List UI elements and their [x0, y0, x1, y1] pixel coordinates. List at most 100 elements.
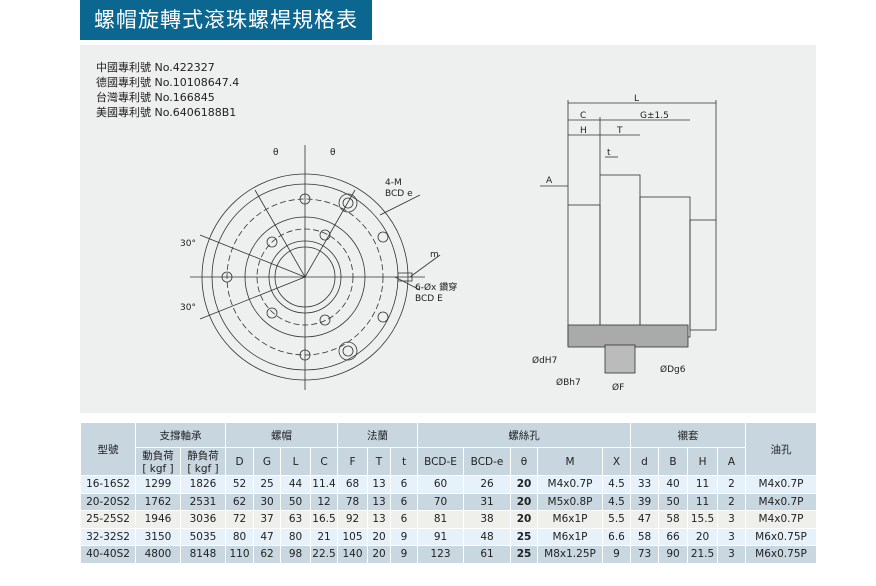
table-cell: 72	[225, 510, 254, 529]
table-cell: 60	[417, 475, 465, 494]
spec-table: 型號 支撐軸承 螺帽 法蘭 螺絲孔 襯套 油孔 動負荷[ kgf ] 静負荷[ …	[80, 422, 818, 564]
table-cell: 48	[463, 527, 512, 546]
label-t: t	[607, 148, 611, 158]
table-cell: 105	[337, 527, 368, 546]
table-cell: 2	[717, 475, 747, 494]
table-cell: 50	[658, 492, 689, 511]
header-bearing: 支撐軸承	[135, 422, 226, 448]
label-m: m	[430, 250, 439, 260]
table-cell: 52	[225, 475, 254, 494]
table-cell: 22.5	[310, 545, 338, 564]
table-cell: 140	[337, 545, 368, 564]
table-cell: 80	[280, 527, 311, 546]
table-cell: 66	[658, 527, 689, 546]
table-cell: 3	[717, 527, 747, 546]
patent-taiwan: 台灣專利號 No.166845	[96, 91, 215, 104]
table-cell: 3150	[135, 527, 181, 546]
table-cell: 3	[717, 545, 747, 564]
static-load-label: 静負荷	[187, 450, 219, 462]
table-cell: 3	[717, 510, 747, 529]
page-title: 螺帽旋轉式滾珠螺桿規格表	[80, 0, 372, 40]
table-cell: 11	[687, 475, 719, 494]
table-cell: 110	[225, 545, 254, 564]
table-cell: M6x0.75P	[745, 545, 818, 564]
table-cell: 39	[630, 492, 660, 511]
table-cell: 6	[389, 510, 419, 529]
table-cell: 13	[367, 492, 391, 511]
table-cell: 98	[280, 545, 311, 564]
label-angle-2: 30°	[180, 303, 196, 313]
table-cell: 70	[417, 492, 465, 511]
label-bcd-e-big: BCD E	[415, 294, 443, 304]
table-cell: 4.5	[602, 475, 632, 494]
table-cell: 4800	[135, 545, 181, 564]
label-C: C	[580, 111, 586, 121]
table-cell: 2	[717, 492, 747, 511]
column-header: H	[687, 447, 719, 476]
table-cell: 20	[510, 510, 539, 529]
table-cell: 9	[389, 545, 419, 564]
table-cell: 20	[687, 527, 719, 546]
table-cell: 2531	[180, 492, 226, 511]
table-cell: 47	[630, 510, 660, 529]
table-cell: 25	[253, 475, 281, 494]
column-header: X	[602, 447, 632, 476]
patent-china: 中國專利號 No.422327	[96, 61, 215, 74]
column-header: θ	[510, 447, 539, 476]
table-cell: 20	[510, 492, 539, 511]
table-cell: M4x0.7P	[537, 475, 604, 494]
table-cell: 3036	[180, 510, 226, 529]
label-bcd-e-small: BCD e	[385, 189, 413, 199]
patent-usa: 美國專利號 No.6406188B1	[96, 106, 237, 119]
table-cell: 68	[337, 475, 368, 494]
table-cell: 61	[463, 545, 512, 564]
table-cell: 9	[602, 545, 632, 564]
column-header: BCD-E	[417, 447, 465, 476]
table-cell: 9	[389, 527, 419, 546]
table-cell: 123	[417, 545, 465, 564]
table-cell: M4x0.7P	[745, 492, 818, 511]
label-4m: 4-M	[385, 178, 402, 188]
table-cell: 13	[367, 510, 391, 529]
table-cell: 58	[658, 510, 689, 529]
table-cell: 31	[463, 492, 512, 511]
label-Bh7: ØBh7	[556, 377, 581, 388]
header-model: 型號	[80, 422, 136, 476]
label-dH7: ØdH7	[532, 355, 557, 366]
table-cell: 21	[310, 527, 338, 546]
table-cell: 78	[337, 492, 368, 511]
table-cell: 81	[417, 510, 465, 529]
model-cell: 40-40S2	[80, 545, 136, 564]
label-F: ØF	[612, 382, 624, 393]
table-cell: 8148	[180, 545, 226, 564]
column-header: T	[367, 447, 391, 476]
header-oil-hole: 油孔	[745, 422, 818, 476]
column-header: B	[658, 447, 689, 476]
table-cell: 6	[389, 492, 419, 511]
model-cell: 20-20S2	[80, 492, 136, 511]
table-cell: M6x1P	[537, 527, 604, 546]
dynamic-load-unit: [ kgf ]	[142, 463, 174, 475]
table-cell: 40	[658, 475, 689, 494]
table-cell: 5035	[180, 527, 226, 546]
table-cell: 25	[510, 527, 539, 546]
table-cell: 1946	[135, 510, 181, 529]
label-theta-1: θ	[273, 148, 279, 158]
table-cell: 16.5	[310, 510, 338, 529]
model-cell: 16-16S2	[80, 475, 136, 494]
column-header: t	[389, 447, 419, 476]
label-angle-1: 30°	[180, 239, 196, 249]
table-cell: 63	[280, 510, 311, 529]
table-cell: 13	[367, 475, 391, 494]
table-cell: 92	[337, 510, 368, 529]
label-T: T	[616, 126, 623, 136]
table-cell: 58	[630, 527, 660, 546]
label-6x: 6-Øx 鑽穿	[415, 281, 457, 293]
table-cell: 11	[687, 492, 719, 511]
table-cell: 73	[630, 545, 660, 564]
table-cell: 11.4	[310, 475, 338, 494]
table-cell: 5.5	[602, 510, 632, 529]
table-cell: 20	[367, 527, 391, 546]
model-cell: 25-25S2	[80, 510, 136, 529]
